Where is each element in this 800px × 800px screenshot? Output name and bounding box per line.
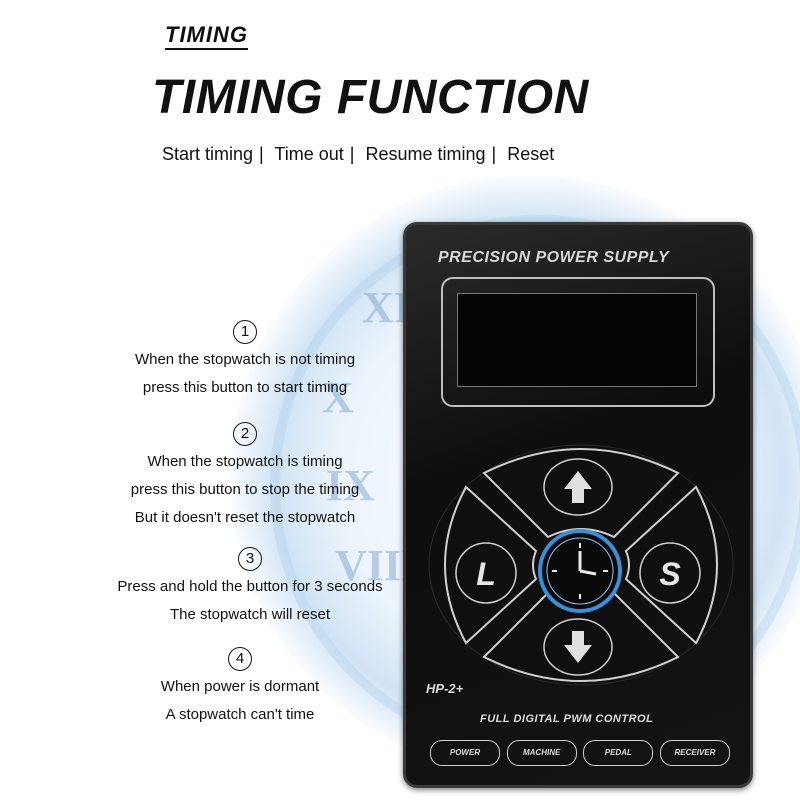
mode-time-out: Time out (274, 144, 344, 164)
right-button-label: S (659, 556, 681, 592)
mode-resume-timing: Resume timing (365, 144, 486, 164)
step-2: 2 When the stopwatch is timing press thi… (115, 420, 375, 532)
background-numeral: XI (362, 283, 411, 332)
step-number: 2 (233, 422, 257, 446)
indicator-row: POWER MACHINE PEDAL RECEIVER (430, 740, 730, 766)
step-line: When power is dormant (160, 678, 320, 695)
indicator-receiver: RECEIVER (659, 740, 730, 766)
indicator-machine: MACHINE (506, 740, 577, 766)
background-numeral: IX (326, 461, 375, 510)
separator: | (491, 144, 497, 164)
left-button[interactable] (444, 485, 538, 645)
left-button-ring (455, 542, 517, 604)
clock-button[interactable] (538, 529, 622, 613)
power-supply-device: PRECISION POWER SUPPLY L S HP-2+ FULL DI (403, 222, 753, 788)
indicator-power: POWER (430, 740, 500, 766)
step-line: press this button to stop the timing (130, 481, 360, 498)
page-title: TIMING FUNCTION (152, 71, 589, 124)
step-number: 1 (233, 320, 257, 344)
step-line: The stopwatch will reset (169, 606, 331, 623)
step-line: When the stopwatch is timing (147, 453, 343, 470)
step-number: 4 (228, 647, 252, 671)
control-pad: L S (428, 444, 734, 686)
step-line: Press and hold the button for 3 seconds (117, 578, 383, 595)
step-number: 3 (238, 547, 262, 571)
timing-modes: Start timing| Time out| Resume timing| R… (162, 144, 554, 165)
device-title: PRECISION POWER SUPPLY (438, 249, 670, 266)
background-numeral: X (322, 373, 354, 422)
mode-reset: Reset (507, 144, 555, 164)
up-arrow-icon (564, 471, 592, 503)
down-button-ring (543, 618, 613, 676)
left-button-label: L (476, 556, 496, 592)
up-button-ring (543, 458, 613, 516)
step-line: A stopwatch can't time (165, 706, 315, 723)
display-frame (441, 277, 715, 407)
model-label: HP-2+ (426, 681, 464, 696)
separator: | (259, 144, 264, 164)
step-4: 4 When power is dormant A stopwatch can'… (110, 645, 370, 729)
control-label: FULL DIGITAL PWM CONTROL (480, 713, 654, 725)
mode-start-timing: Start timing (162, 144, 254, 164)
step-line: press this button to start timing (142, 379, 348, 396)
step-1: 1 When the stopwatch is not timing press… (120, 318, 370, 402)
step-line: When the stopwatch is not timing (134, 351, 356, 368)
right-button-ring (639, 542, 701, 604)
step-3: 3 Press and hold the button for 3 second… (105, 545, 395, 629)
lcd-display (457, 293, 697, 387)
step-line: But it doesn't reset the stopwatch (134, 509, 356, 526)
down-arrow-icon (564, 631, 592, 663)
section-label: TIMING (165, 22, 248, 50)
right-button[interactable] (624, 485, 718, 645)
separator: | (349, 144, 355, 164)
indicator-pedal: PEDAL (583, 740, 654, 766)
clock-icon (552, 543, 608, 599)
